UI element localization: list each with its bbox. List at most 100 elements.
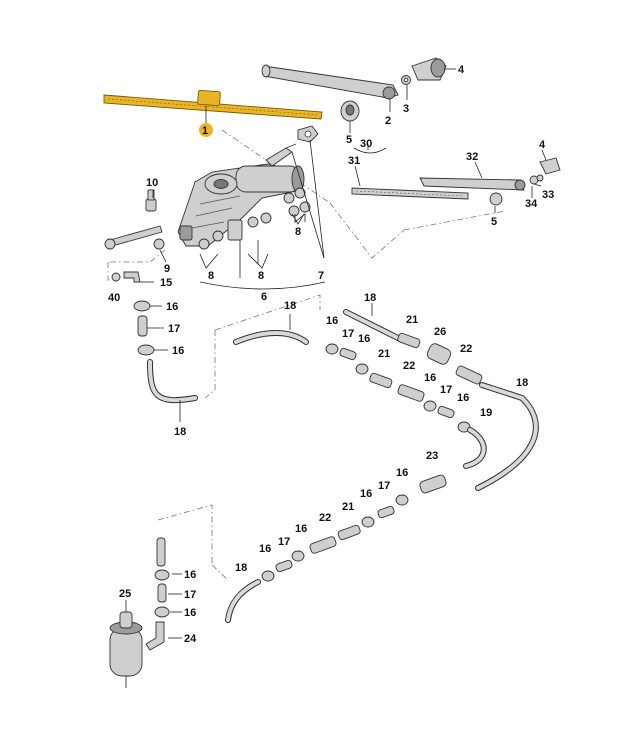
clip-16-g[interactable] xyxy=(395,494,409,506)
callout-16-i[interactable]: 16 xyxy=(295,523,307,535)
part-22-a[interactable] xyxy=(455,365,483,385)
callout-16-e[interactable]: 16 xyxy=(424,372,436,384)
callout-34[interactable]: 34 xyxy=(525,198,538,210)
callout-22-a[interactable]: 22 xyxy=(460,343,472,355)
callout-16-l[interactable]: 16 xyxy=(184,607,196,619)
callout-16-d[interactable]: 16 xyxy=(358,333,370,345)
valve-21-a[interactable] xyxy=(397,332,421,349)
callout-21-a[interactable]: 21 xyxy=(406,314,418,326)
callout-17-b[interactable]: 17 xyxy=(342,328,354,340)
clip-16-c[interactable] xyxy=(325,343,339,355)
callout-18-d[interactable]: 18 xyxy=(516,377,528,389)
part-3-nut[interactable] xyxy=(401,75,411,85)
callout-22-c[interactable]: 22 xyxy=(319,512,331,524)
clip-16-k[interactable] xyxy=(154,569,170,581)
clip-16-j[interactable] xyxy=(261,570,275,582)
part-33-34-nut-washer[interactable] xyxy=(529,174,544,185)
callout-40[interactable]: 40 xyxy=(108,292,120,304)
spindle-nut[interactable] xyxy=(297,125,319,143)
part-5-rear-grommet[interactable] xyxy=(489,192,503,206)
callout-9[interactable]: 9 xyxy=(164,263,170,275)
callout-22-b[interactable]: 22 xyxy=(403,360,415,372)
part-23[interactable] xyxy=(419,474,448,494)
part-1-wiper-blade[interactable] xyxy=(103,89,323,120)
clip-16-a[interactable] xyxy=(133,300,151,312)
hose-18-a[interactable] xyxy=(147,359,198,404)
callout-5-top[interactable]: 5 xyxy=(346,134,352,146)
clip-16-d[interactable] xyxy=(355,363,369,375)
tube-17-d[interactable] xyxy=(377,505,395,519)
callout-16-h[interactable]: 16 xyxy=(360,488,372,500)
part-40-connector[interactable] xyxy=(111,272,121,282)
clip-16-h[interactable] xyxy=(361,516,375,528)
callout-21-c[interactable]: 21 xyxy=(342,501,354,513)
callout-16-k[interactable]: 16 xyxy=(184,569,196,581)
callout-17-c[interactable]: 17 xyxy=(440,384,452,396)
callout-2[interactable]: 2 xyxy=(385,115,391,127)
callout-8-left[interactable]: 8 xyxy=(208,270,214,282)
callout-7[interactable]: 7 xyxy=(318,270,324,282)
tube-17-f[interactable] xyxy=(156,537,166,567)
part-9-linkage-rod[interactable] xyxy=(104,225,165,250)
callout-33[interactable]: 33 xyxy=(542,189,554,201)
pump-25[interactable] xyxy=(109,611,143,688)
part-5-grommet[interactable] xyxy=(340,100,360,122)
clip-16-f[interactable] xyxy=(457,421,471,433)
part-7-spindle[interactable] xyxy=(265,143,297,167)
hose-18-e[interactable] xyxy=(225,579,261,623)
clip-16-e[interactable] xyxy=(423,400,437,412)
callout-32[interactable]: 32 xyxy=(466,151,478,163)
part-2-wiper-arm[interactable] xyxy=(261,64,399,100)
tube-17-e[interactable] xyxy=(275,559,293,573)
callout-17-e[interactable]: 17 xyxy=(278,536,290,548)
callout-21-b[interactable]: 21 xyxy=(378,348,390,360)
callout-17-d[interactable]: 17 xyxy=(378,480,390,492)
callout-18-c[interactable]: 18 xyxy=(364,292,376,304)
part-10-bolt[interactable] xyxy=(145,189,157,212)
valve-21-b[interactable] xyxy=(369,372,393,389)
callout-6[interactable]: 6 xyxy=(261,291,267,303)
callout-16-j[interactable]: 16 xyxy=(259,543,271,555)
hose-19[interactable] xyxy=(463,427,487,469)
part-4-cap[interactable] xyxy=(411,57,447,81)
hose-18-b[interactable] xyxy=(233,330,309,345)
callout-3[interactable]: 3 xyxy=(403,103,409,115)
callout-8-right[interactable]: 8 xyxy=(295,226,301,238)
elbow-24[interactable] xyxy=(145,621,165,651)
callout-18-e[interactable]: 18 xyxy=(235,562,247,574)
callout-1[interactable]: 1 xyxy=(202,125,208,137)
part-32-rear-wiper-arm[interactable] xyxy=(419,177,526,191)
hose-18-c[interactable] xyxy=(343,309,405,343)
callout-16-f[interactable]: 16 xyxy=(457,392,469,404)
callout-18-a[interactable]: 18 xyxy=(174,426,186,438)
callout-5-right[interactable]: 5 xyxy=(491,216,497,228)
callout-17-f[interactable]: 17 xyxy=(184,589,196,601)
callout-23[interactable]: 23 xyxy=(426,450,438,462)
clip-16-i[interactable] xyxy=(291,550,305,562)
callout-18-b[interactable]: 18 xyxy=(284,300,296,312)
clip-16-b[interactable] xyxy=(137,344,155,356)
part-15-elbow[interactable] xyxy=(123,271,141,283)
part-4-rear-cap[interactable] xyxy=(539,157,561,175)
hose-18-d[interactable] xyxy=(475,382,539,491)
part-31-rear-wiper-blade[interactable] xyxy=(351,187,469,200)
tube-17-b[interactable] xyxy=(339,347,357,361)
callout-8-mid[interactable]: 8 xyxy=(258,270,264,282)
callout-4-top[interactable]: 4 xyxy=(458,64,465,76)
tube-17-a[interactable] xyxy=(137,315,148,337)
callout-19[interactable]: 19 xyxy=(480,407,492,419)
callout-17-a[interactable]: 17 xyxy=(168,323,180,335)
clip-16-l[interactable] xyxy=(154,606,170,618)
tube-17-c[interactable] xyxy=(437,405,455,419)
valve-21-c[interactable] xyxy=(337,524,361,541)
callout-16-g[interactable]: 16 xyxy=(396,467,408,479)
callout-15[interactable]: 15 xyxy=(160,277,172,289)
part-22-c[interactable] xyxy=(309,536,337,554)
part-26[interactable] xyxy=(426,342,453,366)
callout-10[interactable]: 10 xyxy=(146,177,158,189)
part-8-bushings[interactable] xyxy=(198,187,311,250)
callout-25[interactable]: 25 xyxy=(119,588,131,600)
tube-17-g[interactable] xyxy=(157,583,167,603)
callout-30[interactable]: 30 xyxy=(360,138,372,150)
callout-26[interactable]: 26 xyxy=(434,326,446,338)
